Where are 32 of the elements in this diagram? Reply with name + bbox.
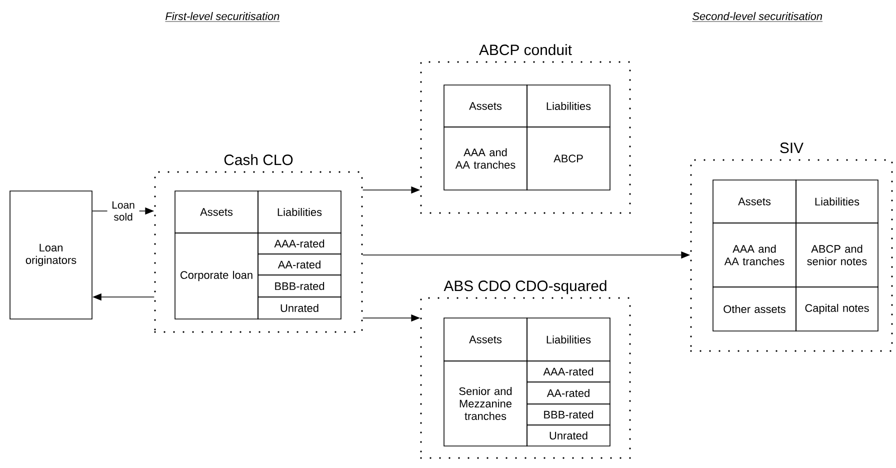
table-cell: ABCP and senior notes [796, 222, 878, 288]
table-cell: AAA-rated [258, 232, 342, 254]
table-cell: ABCP [526, 126, 610, 190]
section-heading: Second-level securitisation [692, 12, 823, 22]
table-cell: Liabilities [796, 180, 878, 224]
node-label: Cash CLO [224, 154, 293, 166]
node-label: ABCP conduit [479, 44, 572, 56]
table-cell: AAA and AA tranches [444, 126, 528, 190]
table-cell: Unrated [258, 296, 342, 320]
node-label: SIV [780, 142, 804, 154]
table-cell: Assets [174, 190, 258, 234]
edge-label: Loan sold [107, 200, 140, 222]
table-cell: Capital notes [796, 286, 878, 332]
table-cell: AAA-rated [526, 360, 610, 382]
table-cell: AA-rated [258, 254, 342, 276]
table-cell: BBB-rated [526, 404, 610, 426]
table-cell: Corporate loan [174, 232, 258, 320]
table-cell: Unrated [526, 424, 610, 446]
table-cell: Liabilities [526, 318, 610, 362]
section-heading: First-level securitisation [165, 12, 280, 22]
table-cell: Senior and Mezzanine tranches [444, 360, 528, 446]
table-cell: Liabilities [258, 190, 342, 234]
table-cell: Other assets [712, 286, 796, 332]
table-cell: Liabilities [526, 84, 610, 128]
node-label: ABS CDO CDO-squared [444, 280, 606, 294]
process-box: Loan originators [10, 190, 92, 320]
table-cell: Assets [712, 180, 796, 224]
table-cell: AAA and AA tranches [712, 222, 796, 288]
table-cell: Assets [444, 318, 528, 362]
table-cell: BBB-rated [258, 274, 342, 298]
table-cell: Assets [444, 84, 528, 128]
table-cell: AA-rated [526, 382, 610, 404]
